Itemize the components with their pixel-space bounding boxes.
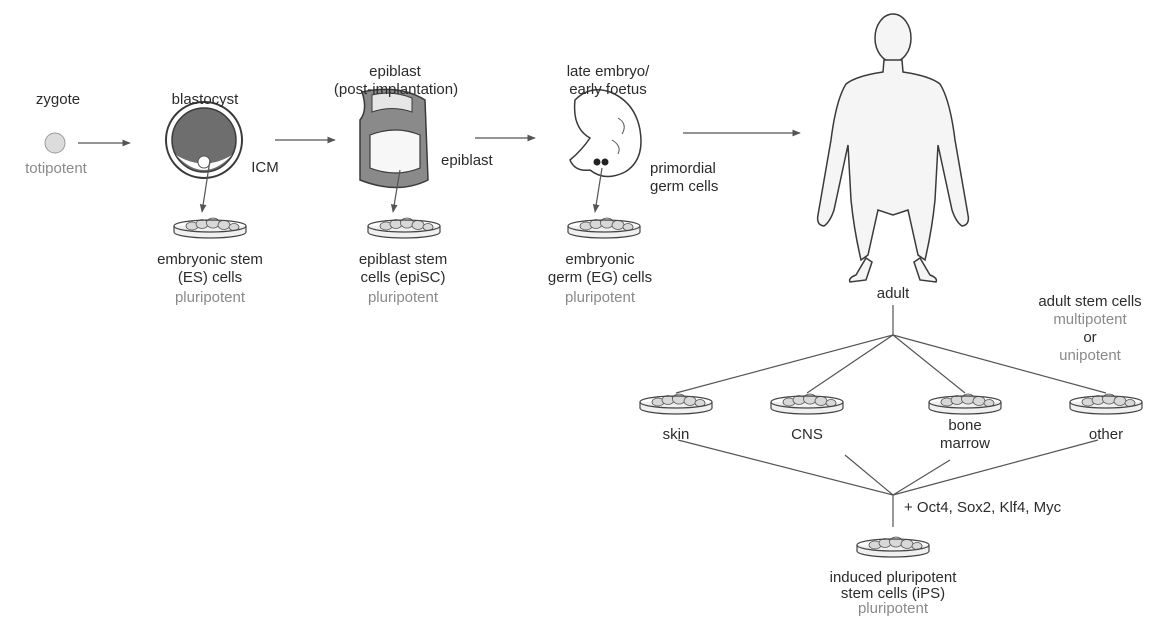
- dish-es: [174, 218, 246, 238]
- source-marrow: marrow: [925, 434, 1005, 453]
- adult-stem-cells-title: adult stem cells: [1020, 292, 1160, 311]
- pgc-label-2: germ cells: [650, 177, 718, 196]
- epiblast-title-2: (post-implantation): [316, 80, 476, 99]
- branch-bone-marrow: [893, 335, 965, 393]
- pgc-label-1: primordial: [650, 159, 716, 178]
- dish-episc: [368, 218, 440, 238]
- ips-potency: pluripotent: [793, 599, 993, 618]
- embryo-illustration: [570, 90, 641, 177]
- adult-stem-potency-2: or: [1040, 328, 1140, 347]
- branch-cns: [807, 335, 893, 393]
- dish-cns: [771, 394, 843, 414]
- eg-potency: pluripotent: [525, 288, 675, 307]
- converge-bone-marrow: [893, 460, 950, 495]
- source-skin: skin: [641, 425, 711, 444]
- dish-other: [1070, 394, 1142, 414]
- adult-label: adult: [858, 284, 928, 303]
- source-bone: bone: [930, 416, 1000, 435]
- es-line2: (ES) cells: [140, 268, 280, 287]
- dish-skin: [640, 394, 712, 414]
- zygote-cell: [45, 133, 65, 153]
- adult-stem-potency-3: unipotent: [1040, 346, 1140, 365]
- es-potency: pluripotent: [140, 288, 280, 307]
- epiblast-illustration: [360, 89, 428, 187]
- eg-line1: embryonic: [525, 250, 675, 269]
- episc-line2: cells (epiSC): [333, 268, 473, 287]
- adult-stem-potency-1: multipotent: [1040, 310, 1140, 329]
- dish-bone-marrow: [929, 394, 1001, 414]
- blastocyst-title: blastocyst: [150, 90, 260, 109]
- dish-ips: [857, 537, 929, 557]
- zygote-potency: totipotent: [6, 159, 106, 178]
- icm-label: ICM: [245, 158, 285, 177]
- episc-line1: epiblast stem: [333, 250, 473, 269]
- source-cns: CNS: [772, 425, 842, 444]
- embryo-title-1: late embryo/: [548, 62, 668, 81]
- branch-skin: [676, 335, 893, 393]
- es-line1: embryonic stem: [140, 250, 280, 269]
- embryo-title-2: early foetus: [548, 80, 668, 99]
- zygote-title: zygote: [23, 90, 93, 109]
- blastocyst-illustration: [166, 102, 242, 178]
- eg-line2: germ (EG) cells: [525, 268, 675, 287]
- episc-potency: pluripotent: [333, 288, 473, 307]
- adult-human-silhouette: [818, 14, 969, 282]
- epiblast-side-label: epiblast: [441, 151, 493, 170]
- source-other: other: [1071, 425, 1141, 444]
- dish-eg: [568, 218, 640, 238]
- epiblast-title-1: epiblast: [330, 62, 460, 81]
- reprogramming-factors: + Oct4, Sox2, Klf4, Myc: [904, 498, 1061, 517]
